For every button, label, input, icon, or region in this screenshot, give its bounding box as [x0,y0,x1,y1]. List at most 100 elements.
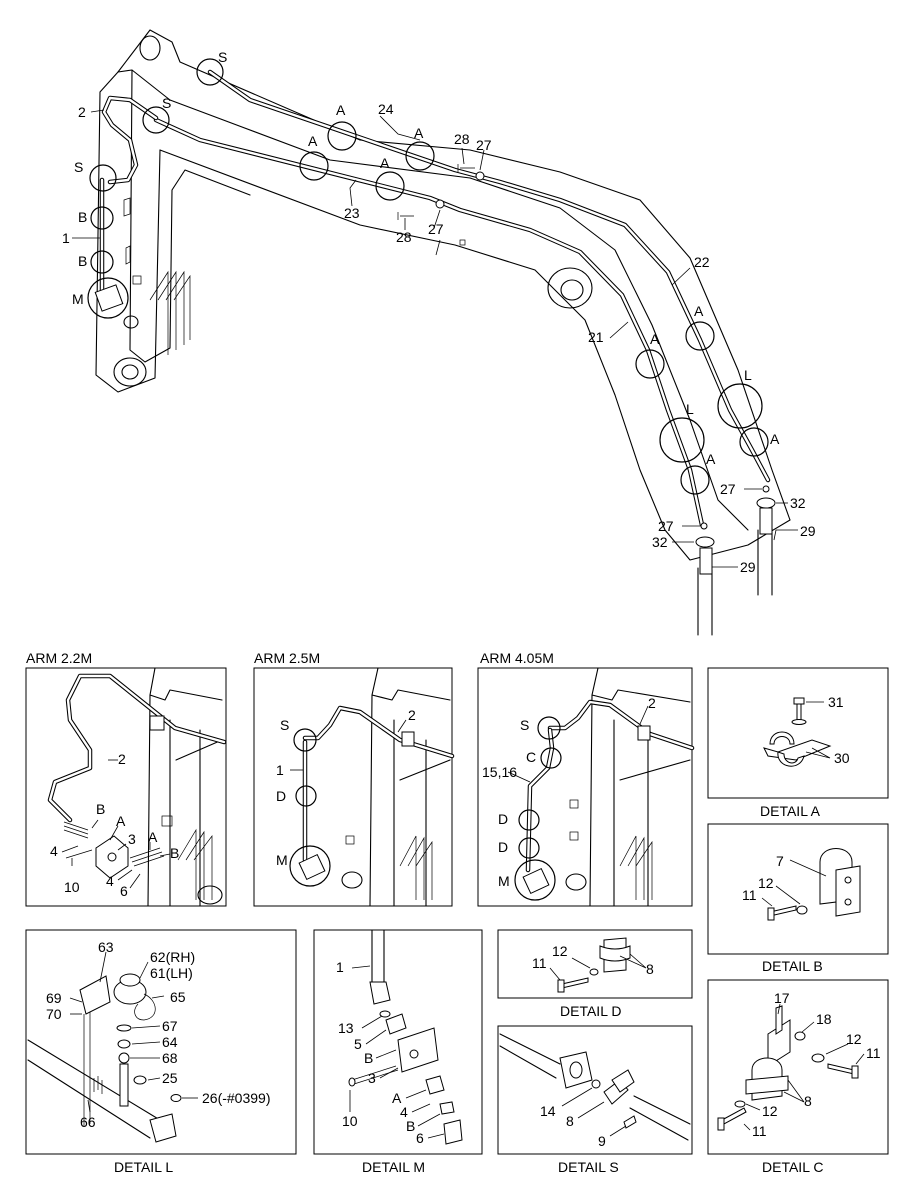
label-l-2: L [686,401,694,417]
label-a-5: A [694,303,704,319]
flange-32a [756,497,776,509]
detailD-label-12: 12 [552,943,568,959]
detailC-label-18: 18 [816,1011,832,1027]
label-22: 22 [694,254,710,270]
detailL-label-65: 65 [170,989,186,1005]
detailL-label-63: 63 [98,939,114,955]
detailM-label-1: 1 [336,959,344,975]
circle-a-2 [405,141,435,171]
caption-arm-4-05m: ARM 4.05M [480,650,554,666]
caption-detail-s: DETAIL S [558,1159,619,1175]
label-27b: 27 [428,221,444,237]
arm22-label-a-1: A [116,813,126,829]
detailM-label-10: 10 [342,1113,358,1129]
caption-detail-l: DETAIL L [114,1159,173,1175]
label-b-1: B [78,209,87,225]
label-27c: 27 [720,481,736,497]
label-28a: 28 [454,131,470,147]
main-labels: S S S 2 1 B B M A A A A A A A A 24 23 28… [62,49,816,575]
arm405-label-m: M [498,873,510,889]
arm22-label-4b: 4 [106,873,114,889]
detailS-label-9: 9 [598,1133,606,1149]
caption-detail-c: DETAIL C [762,1159,823,1175]
boom-cylinder-boss [547,267,593,309]
caption-detail-d: DETAIL D [560,1003,621,1019]
arm22-label-a-2: A [148,829,158,845]
arm405-label-d-2: D [498,839,508,855]
arm22-label-3: 3 [128,831,136,847]
arm22-label-10: 10 [64,879,80,895]
detailL-label-26: 26(-#0399) [202,1090,271,1106]
detailL-label-62: 62(RH) [150,949,195,965]
boom-bracket-2 [123,197,131,217]
label-l-1: L [744,367,752,383]
detailC-label-8: 8 [804,1093,812,1109]
caption-detail-a: DETAIL A [760,803,821,819]
detailL-label-69: 69 [46,990,62,1006]
detailL-label-70: 70 [46,1006,62,1022]
detailA-label-31: 31 [828,694,844,710]
boom-marker-2 [459,239,466,246]
arm22-label-4a: 4 [50,843,58,859]
label-1: 1 [62,230,70,246]
oring-27a [475,171,485,181]
bolt-28b [397,212,414,220]
arm22-label-2: 2 [118,751,126,767]
boom-hoses [94,69,771,528]
caption-detail-b: DETAIL B [762,958,823,974]
oring-27d [700,522,708,530]
detailL-label-61: 61(LH) [150,965,193,981]
detailS-label-14: 14 [540,1103,556,1119]
detailM-label-4: 4 [400,1104,408,1120]
label-a-7: A [770,431,780,447]
boom-rib-4 [173,274,191,340]
arm405-label-c: C [526,749,536,765]
arm22-label-b-1: B [96,801,105,817]
detailM-label-a: A [392,1090,402,1106]
detailM-label-b-2: B [406,1118,415,1134]
label-21: 21 [588,329,604,345]
main-leaders [72,109,798,568]
label-28b: 28 [396,229,412,245]
circle-m [87,277,129,319]
label-27d: 27 [658,518,674,534]
circle-s-top [196,58,224,86]
panel-detail-l: 63 62(RH) 61(LH) 65 69 70 67 64 68 25 26… [25,929,297,1175]
boom-cylinder-pin [560,279,584,301]
circle-b-1 [90,206,114,230]
arm-stub-right [757,527,773,596]
boom-outline-top [117,29,791,521]
circle-a-5 [685,321,715,351]
label-29a: 29 [800,523,816,539]
detailM-label-b-1: B [364,1050,373,1066]
detailD-label-8: 8 [646,961,654,977]
detailB-label-11: 11 [742,887,757,903]
arm405-label-2: 2 [648,695,656,711]
panel-arm-2-2m: ARM 2.2M 2 B A 3 4 10 A B 4 6 [25,650,227,907]
panel-detail-m: 1 13 5 B 3 A 4 10 B 6 DETAIL M [313,929,483,1175]
boom-foot-inner [129,69,251,363]
detailL-label-66: 66 [80,1114,96,1130]
label-s-left: S [74,159,83,175]
label-2: 2 [78,104,86,120]
detailL-label-64: 64 [162,1034,178,1050]
detailS-label-8: 8 [566,1113,574,1129]
circle-a-7 [739,427,769,457]
detailC-label-11a: 11 [866,1045,881,1061]
tip-fitting-right [759,507,773,535]
boom-foot-pin [121,364,139,380]
detailM-label-3: 3 [368,1070,376,1086]
label-24: 24 [378,101,394,117]
pipe-24 [207,69,771,483]
detailL-label-67: 67 [162,1018,178,1034]
oring-27c [762,485,770,493]
pipe-23 [153,117,705,528]
label-a-1: A [336,102,346,118]
detailC-label-11b: 11 [752,1123,767,1139]
label-m: M [72,291,84,307]
detailC-label-12a: 12 [846,1031,862,1047]
boom-foot-front [95,71,161,393]
label-a-3: A [308,133,318,149]
bolt-28a [457,164,475,172]
